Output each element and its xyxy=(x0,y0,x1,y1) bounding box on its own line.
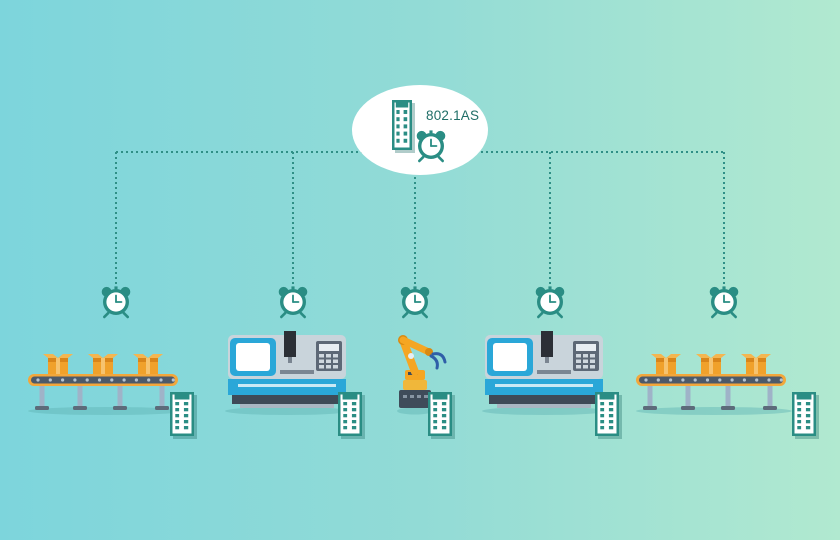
clock-icon-3 xyxy=(400,286,430,319)
device-switch-icon-2 xyxy=(338,392,365,439)
conveyor-1 xyxy=(28,354,184,415)
box-2 xyxy=(88,354,118,374)
box-1 xyxy=(43,354,73,374)
clock-icon-5 xyxy=(709,286,739,319)
box-1 xyxy=(651,354,681,374)
robot-arm xyxy=(397,335,447,415)
device-switch-icon-5 xyxy=(792,392,819,439)
clock-icon-2 xyxy=(278,286,308,319)
cnc-machine-1 xyxy=(225,331,349,415)
clock-icon-4 xyxy=(535,286,565,319)
device-switch-icon-1 xyxy=(170,392,197,439)
device-switch-icon-4 xyxy=(595,392,622,439)
hub-switch-icon xyxy=(392,100,415,153)
hub-label: 802.1AS xyxy=(426,108,480,123)
hub-node xyxy=(352,85,488,175)
hub-clock-icon xyxy=(416,130,446,163)
cnc-machine-2 xyxy=(482,331,606,415)
box-3 xyxy=(133,354,163,374)
clock-icon-1 xyxy=(101,286,131,319)
device-switch-icon-3 xyxy=(428,392,455,439)
conveyor-2 xyxy=(636,354,792,415)
network-links xyxy=(115,151,725,284)
box-2 xyxy=(696,354,726,374)
box-3 xyxy=(741,354,771,374)
hub-ellipse xyxy=(352,85,488,175)
